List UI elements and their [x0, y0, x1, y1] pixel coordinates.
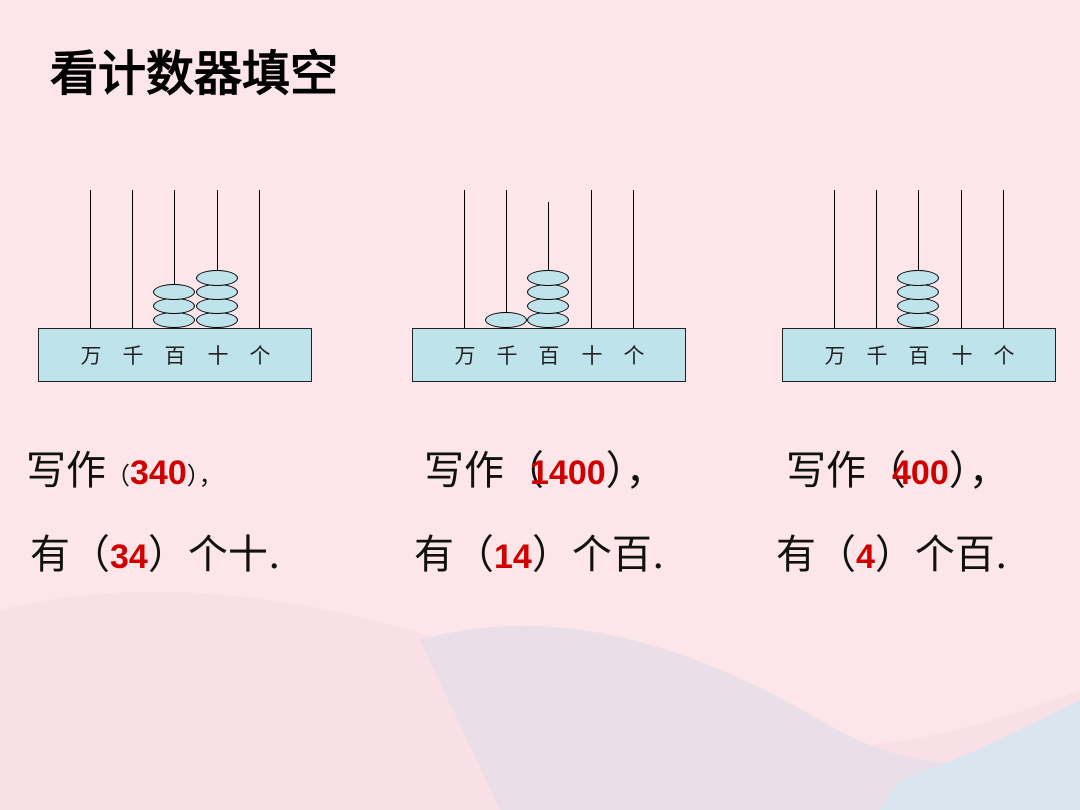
paren-open: （	[504, 448, 544, 494]
place-label-ge: 个	[249, 344, 271, 368]
paren-close: ），	[605, 448, 666, 494]
place-label-bai: 百	[908, 344, 930, 368]
write-line-3: 写作（400），	[786, 446, 1009, 498]
place-label-shi: 十	[207, 344, 229, 368]
paren-open: （	[866, 448, 906, 494]
have-suffix: ）个百.	[531, 532, 665, 578]
bead	[485, 312, 527, 328]
have-prefix: 有（	[30, 532, 110, 578]
bead	[897, 298, 939, 314]
rod-wan	[834, 190, 835, 328]
place-label-wan: 万	[454, 344, 476, 368]
bead	[527, 312, 569, 328]
bead	[897, 312, 939, 328]
bead	[196, 270, 238, 286]
abacus-base: 万千百十个	[38, 328, 312, 382]
bead	[153, 312, 195, 328]
rod-wan	[90, 190, 91, 328]
write-line-1: 写作（340），	[26, 446, 223, 501]
have-prefix: 有（	[776, 532, 856, 578]
bead	[153, 284, 195, 300]
abacus-1: 万千百十个	[38, 190, 312, 382]
have-suffix: ）个百.	[874, 532, 1008, 578]
write-label: 写作	[786, 448, 866, 494]
rod-shi	[591, 190, 592, 328]
write-answer: 1400	[530, 454, 606, 492]
bead	[527, 298, 569, 314]
rod-shi	[961, 190, 962, 328]
rod-wan	[464, 190, 465, 328]
have-answer: 34	[110, 538, 148, 576]
write-answer: 340	[130, 454, 187, 492]
place-label-wan: 万	[80, 344, 102, 368]
rod-bai	[174, 190, 175, 328]
abacus-3: 万千百十个	[782, 190, 1056, 382]
page-title: 看计数器填空	[50, 46, 339, 102]
bead	[196, 298, 238, 314]
place-label-bai: 百	[538, 344, 560, 368]
place-label-qian: 千	[866, 344, 888, 368]
abacus-base: 万千百十个	[412, 328, 686, 382]
have-suffix: ）个十.	[147, 532, 281, 578]
bead	[527, 284, 569, 300]
rod-qian	[876, 190, 877, 328]
abacus-2: 万千百十个	[412, 190, 686, 382]
rod-ge	[1003, 190, 1004, 328]
bead	[196, 284, 238, 300]
rod-ge	[633, 190, 634, 328]
bead	[897, 284, 939, 300]
rod-qian	[506, 190, 507, 328]
rod-shi	[217, 190, 218, 328]
bead	[196, 312, 238, 328]
place-label-shi: 十	[951, 344, 973, 368]
place-label-bai: 百	[164, 344, 186, 368]
rod-qian	[132, 190, 133, 328]
have-answer: 14	[494, 538, 532, 576]
place-label-shi: 十	[581, 344, 603, 368]
have-answer: 4	[856, 538, 875, 576]
have-line-3: 有（4）个百.	[776, 530, 1008, 582]
place-label-ge: 个	[623, 344, 645, 368]
paren-close: ），	[948, 448, 1009, 494]
write-label: 写作	[26, 448, 106, 494]
write-answer: 400	[892, 454, 949, 492]
bead	[153, 298, 195, 314]
place-label-wan: 万	[824, 344, 846, 368]
rod-bai	[548, 202, 549, 328]
have-line-2: 有（14）个百.	[414, 530, 665, 582]
bead	[527, 270, 569, 286]
abacus-base: 万千百十个	[782, 328, 1056, 382]
have-prefix: 有（	[414, 532, 494, 578]
place-label-qian: 千	[122, 344, 144, 368]
place-label-qian: 千	[496, 344, 518, 368]
paren-close: ），	[186, 462, 223, 490]
rod-ge	[259, 190, 260, 328]
paren-open: （	[106, 462, 130, 490]
bead	[897, 270, 939, 286]
write-line-2: 写作（1400），	[424, 446, 666, 498]
place-label-ge: 个	[993, 344, 1015, 368]
have-line-1: 有（34）个十.	[30, 530, 281, 582]
write-label: 写作	[424, 448, 504, 494]
rod-bai	[918, 190, 919, 328]
